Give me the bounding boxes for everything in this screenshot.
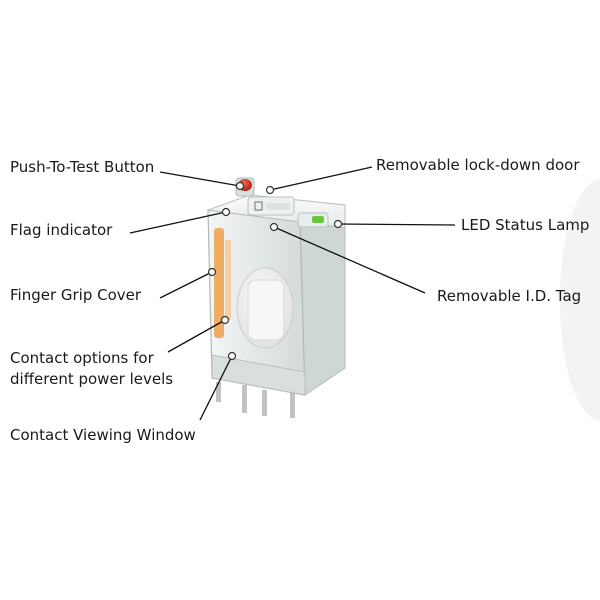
leader-id-tag — [273, 226, 426, 294]
label-finger-grip-cover: Finger Grip Cover — [10, 286, 142, 304]
dot-contact-options — [220, 315, 230, 325]
label-flag-indicator: Flag indicator — [10, 221, 113, 239]
id-tag-slot — [254, 201, 263, 211]
leader-led-lamp — [337, 223, 456, 226]
marker-dots — [207, 181, 343, 361]
label-contact-options: Contact options for different power leve… — [10, 348, 210, 390]
label-contact-options-line1: Contact options for — [10, 349, 154, 367]
relay-pins — [216, 382, 295, 418]
orange-contact — [214, 228, 224, 338]
dot-lock-down-door — [265, 185, 275, 195]
dot-led-lamp — [333, 219, 343, 229]
relay-coil-core — [247, 279, 285, 341]
background-shade — [560, 180, 600, 420]
led-status-lamp — [312, 216, 324, 223]
dot-finger-grip — [207, 267, 217, 277]
label-contact-viewing-window: Contact Viewing Window — [10, 426, 196, 444]
dot-flag-indicator — [221, 207, 231, 217]
label-contact-options-line2: different power levels — [10, 370, 174, 388]
leader-lock-down-door — [269, 166, 373, 191]
leader-flag-indicator — [129, 211, 227, 234]
label-led-status-lamp: LED Status Lamp — [461, 216, 590, 234]
id-tag — [266, 203, 290, 210]
label-push-to-test-button: Push-To-Test Button — [10, 158, 155, 176]
leader-finger-grip — [159, 271, 213, 299]
orange-contact-inner — [225, 240, 231, 320]
leader-viewing-window — [199, 355, 233, 421]
relay-base — [211, 354, 306, 396]
leader-lines — [129, 166, 456, 421]
label-removable-lock-down-door: Removable lock-down door — [376, 156, 580, 174]
leader-push-to-test — [159, 171, 241, 187]
leader-contact-options — [167, 319, 226, 353]
label-removable-id-tag: Removable I.D. Tag — [437, 287, 582, 305]
dot-viewing-window — [227, 351, 237, 361]
dot-id-tag — [269, 222, 279, 232]
dot-push-to-test — [235, 181, 245, 191]
